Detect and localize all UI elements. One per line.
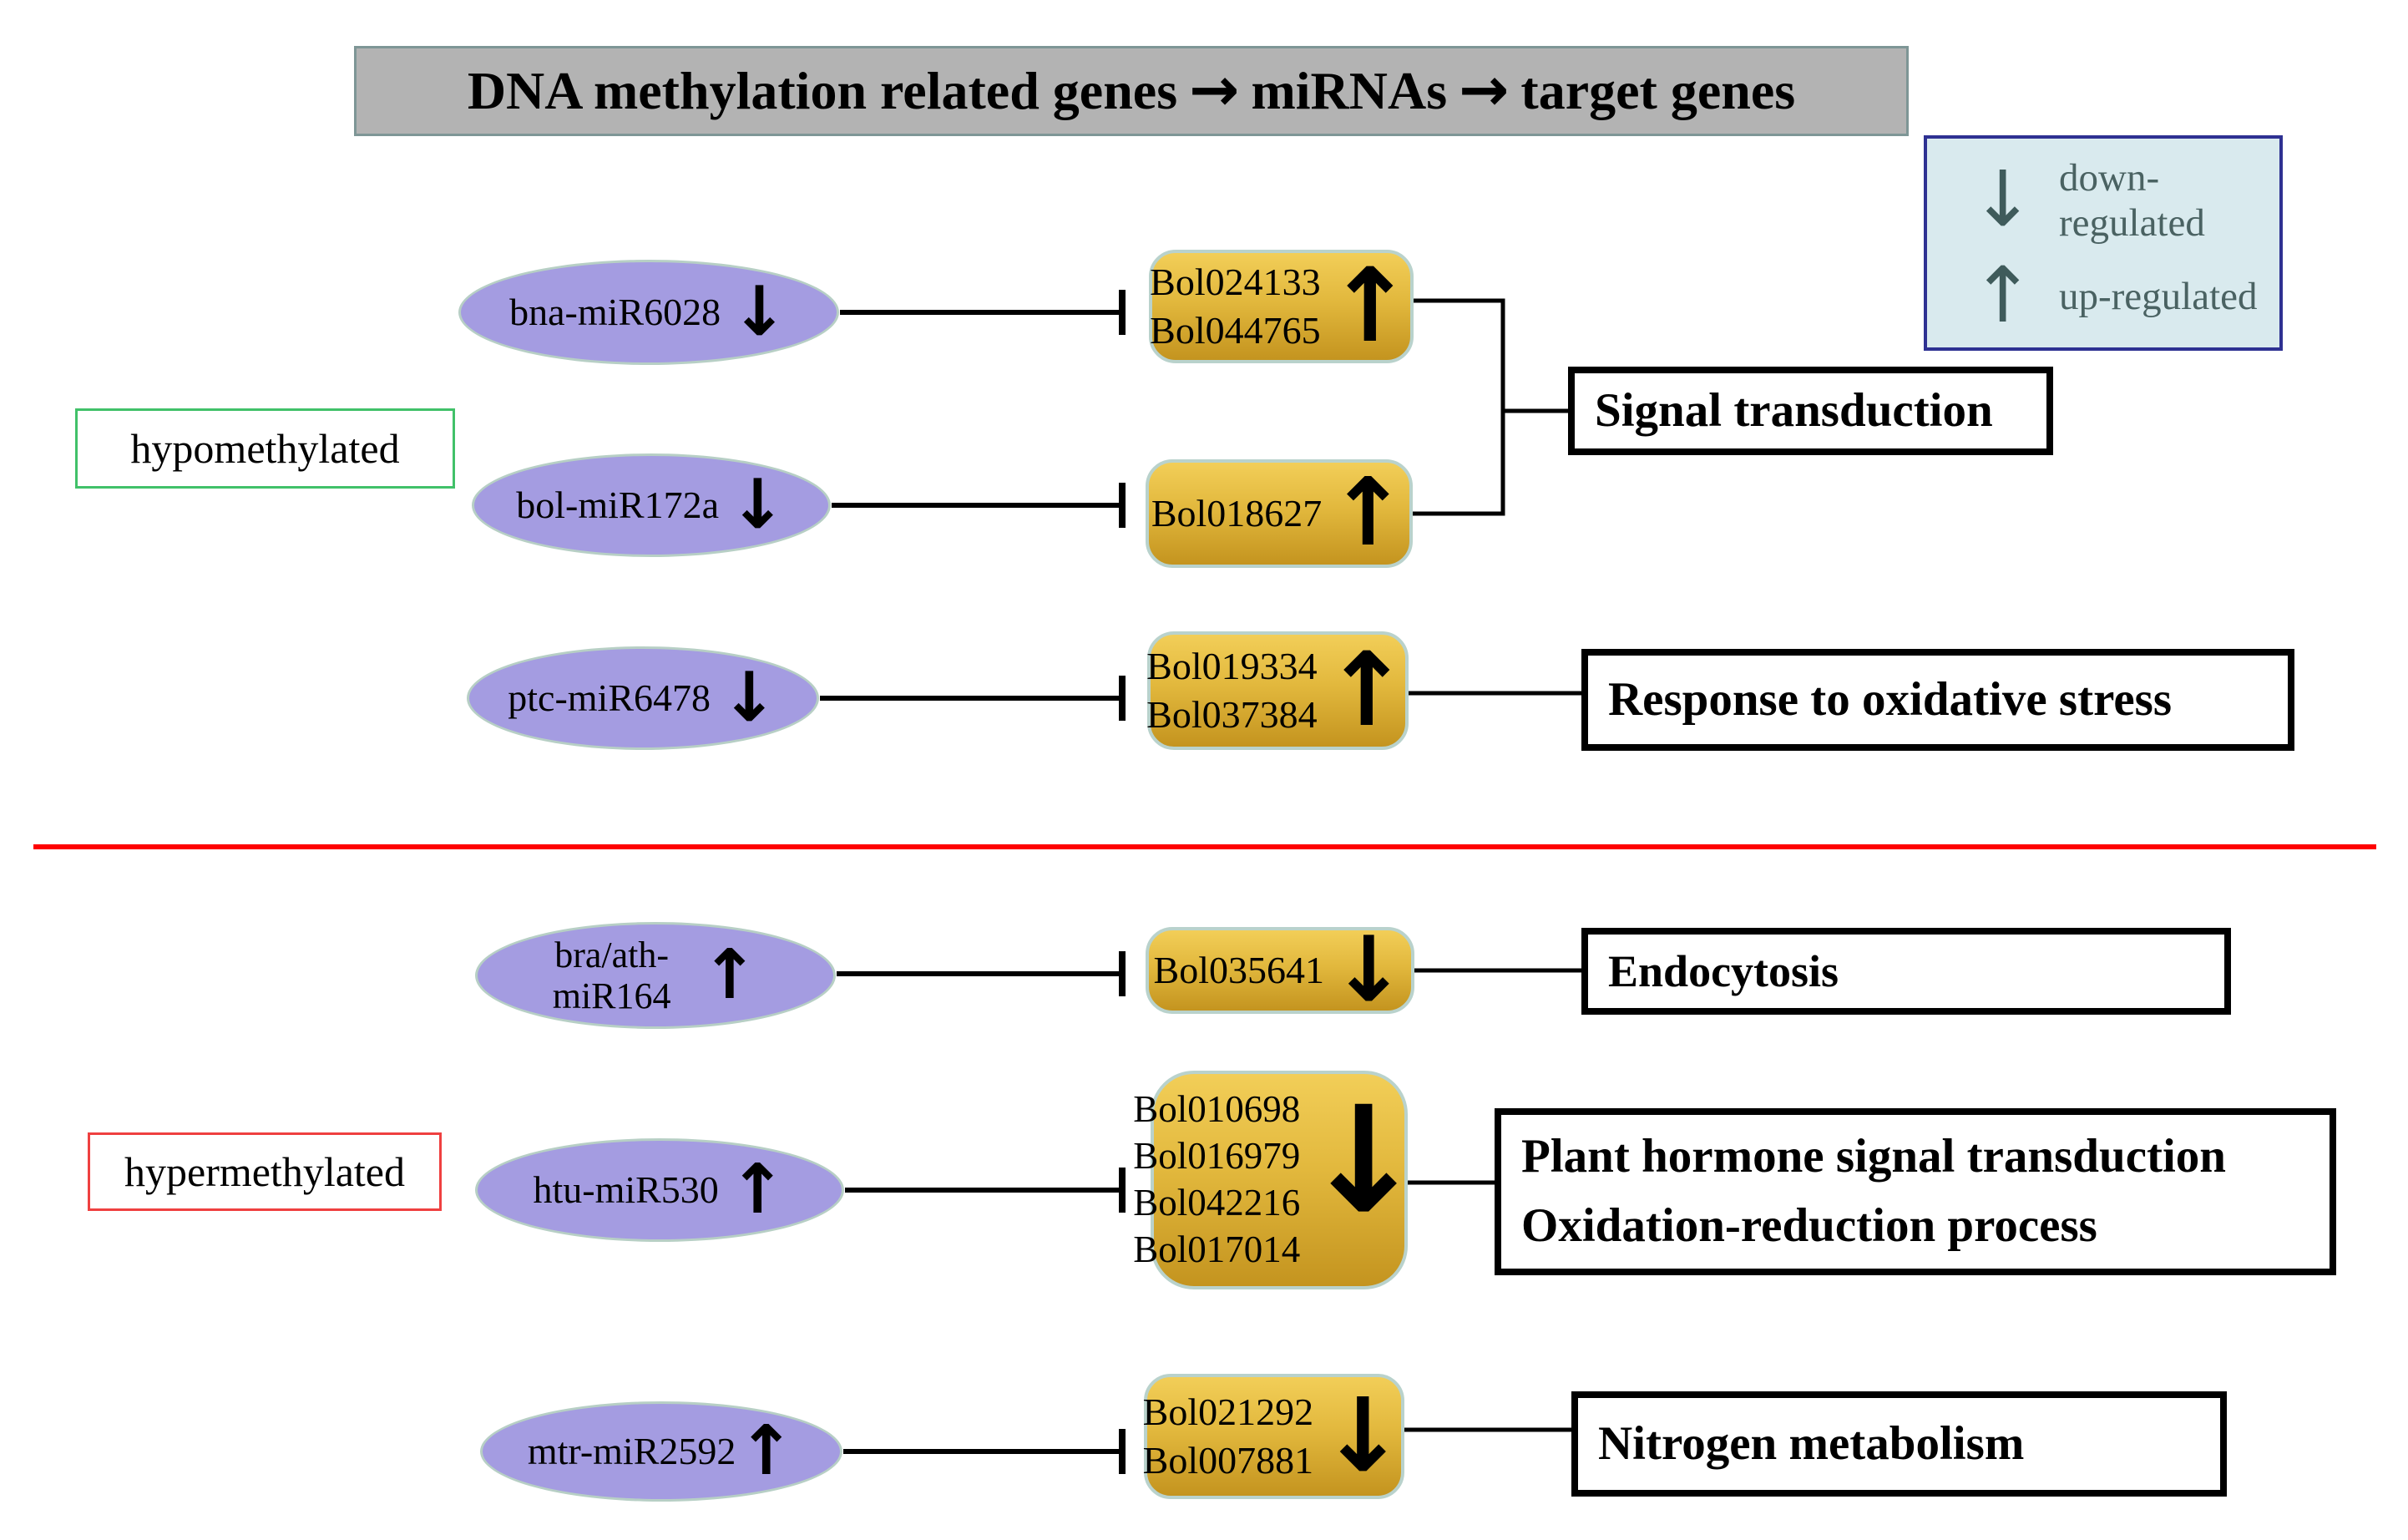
- mirna-name: bna-miR6028: [509, 291, 721, 334]
- mirna-node-bol-miR172a: bol-miR172a ↓: [472, 453, 831, 557]
- gene-id: Bol018627: [1151, 492, 1323, 535]
- pathway-box-hormone-oxidation: Plant hormone signal transduction Oxidat…: [1495, 1108, 2336, 1275]
- pathway-box-oxidative-stress: Response to oxidative stress: [1581, 649, 2294, 751]
- down-arrow-icon: ↓: [1320, 1376, 1406, 1496]
- right-arrow-icon: →: [1459, 54, 1510, 124]
- legend-item-up: ↑ up-regulated: [1927, 251, 2279, 341]
- gene-id: Bol019334: [1146, 645, 1318, 688]
- mirna-name-line2: miR164: [552, 975, 671, 1016]
- gene-box-nitrogen: Bol021292 Bol007881 ↓: [1143, 1374, 1406, 1499]
- mirna-name: bol-miR172a: [516, 484, 720, 527]
- gene-box-hormone: Bol010698 Bol016979 Bol042216 Bol017014 …: [1133, 1071, 1425, 1289]
- gene-id: Bol042216: [1133, 1182, 1301, 1223]
- section-divider-line: [33, 844, 2376, 849]
- legend-label-up: up-regulated: [2059, 274, 2258, 318]
- right-arrow-icon: →: [1189, 54, 1240, 124]
- mirna-name: bra/ath- miR164: [553, 935, 671, 1017]
- mirna-node-mtr-miR2592: mtr-miR2592 ↑: [480, 1401, 842, 1502]
- mirna-node-bra-ath-miR164: bra/ath- miR164 ↑: [475, 922, 836, 1029]
- diagram-title: DNA methylation related genes → miRNAs →…: [354, 46, 1909, 136]
- down-arrow-icon: ↓: [1970, 155, 2036, 245]
- gene-ids: Bol024133 Bol044765: [1150, 258, 1320, 355]
- gene-id: Bol010698: [1133, 1088, 1301, 1131]
- down-arrow-icon: ↓: [1302, 1075, 1425, 1247]
- gene-box-endocytosis: Bol035641 ↓: [1146, 918, 1414, 1023]
- pathway-label: Oxidation-reduction process: [1521, 1199, 2097, 1252]
- title-part-dna-genes: DNA methylation related genes: [467, 61, 1178, 120]
- hypomethylated-label: hypomethylated: [130, 425, 400, 472]
- mirna-node-ptc-miR6478: ptc-miR6478 ↓: [467, 646, 819, 750]
- pathway-label: Nitrogen metabolism: [1598, 1416, 2025, 1470]
- gene-box-signal-a: Bol024133 Bol044765 ↑: [1149, 250, 1414, 363]
- hypomethylated-label-box: hypomethylated: [75, 408, 455, 489]
- gene-id: Bol021292: [1142, 1391, 1314, 1434]
- pathway-box-signal-transduction: Signal transduction: [1568, 367, 2053, 455]
- mirna-name: ptc-miR6478: [508, 676, 711, 720]
- pathway-label: Signal transduction: [1595, 383, 1993, 437]
- gene-box-oxidative: Bol019334 Bol037384 ↑: [1146, 631, 1409, 750]
- gene-ids: Bol019334 Bol037384: [1146, 642, 1317, 739]
- gene-id: Bol024133: [1150, 261, 1321, 304]
- down-arrow-icon: ↓: [1330, 918, 1407, 1023]
- pathway-label: Response to oxidative stress: [1608, 672, 2173, 726]
- up-arrow-icon: ↑: [728, 1150, 787, 1230]
- title-part-mirnas: miRNAs: [1251, 61, 1448, 120]
- gene-ids: Bol018627: [1151, 489, 1322, 538]
- pathway-box-nitrogen-metabolism: Nitrogen metabolism: [1571, 1391, 2227, 1497]
- gene-id: Bol007881: [1142, 1439, 1314, 1482]
- gene-ids: Bol010698 Bol016979 Bol042216 Bol017014: [1133, 1087, 1300, 1273]
- gene-id: Bol037384: [1146, 693, 1318, 736]
- gene-box-signal-b: Bol018627 ↑: [1146, 459, 1413, 568]
- legend-label-down: down-regulated: [2059, 155, 2205, 245]
- up-arrow-icon: ↑: [737, 1411, 796, 1492]
- up-arrow-icon: ↑: [701, 935, 759, 1016]
- gene-ids: Bol035641: [1154, 946, 1324, 995]
- gene-id: Bol044765: [1150, 309, 1321, 352]
- up-arrow-icon: ↑: [1327, 246, 1413, 366]
- bracket-connector-signal: [1413, 298, 1505, 516]
- down-arrow-icon: ↓: [721, 658, 778, 738]
- legend-item-down: ↓ down-regulated: [1927, 155, 2279, 246]
- pathway-box-endocytosis: Endocytosis: [1581, 928, 2231, 1015]
- legend-box: ↓ down-regulated ↑ up-regulated: [1924, 135, 2283, 351]
- pathway-label: Plant hormone signal transduction: [1521, 1130, 2227, 1183]
- pathway-label: Endocytosis: [1608, 945, 1839, 996]
- gene-id: Bol017014: [1133, 1228, 1301, 1270]
- mirna-name: mtr-miR2592: [527, 1430, 736, 1473]
- up-arrow-icon: ↑: [1323, 631, 1409, 750]
- gene-id: Bol016979: [1133, 1135, 1301, 1178]
- up-arrow-icon: ↑: [1970, 251, 2036, 341]
- gene-ids: Bol021292 Bol007881: [1143, 1388, 1313, 1485]
- down-arrow-icon: ↓: [729, 465, 787, 545]
- mirna-node-bna-miR6028: bna-miR6028 ↓: [458, 260, 839, 365]
- mirna-node-htu-miR530: htu-miR530 ↑: [475, 1138, 844, 1242]
- gene-id: Bol035641: [1153, 949, 1324, 992]
- hypermethylated-label-box: hypermethylated: [88, 1132, 442, 1211]
- mirna-name: htu-miR530: [533, 1168, 719, 1212]
- title-part-target-genes: target genes: [1520, 61, 1796, 120]
- hypermethylated-label: hypermethylated: [124, 1148, 405, 1195]
- up-arrow-icon: ↑: [1328, 458, 1408, 568]
- down-arrow-icon: ↓: [731, 272, 788, 352]
- mirna-name-line1: bra/ath-: [554, 934, 670, 975]
